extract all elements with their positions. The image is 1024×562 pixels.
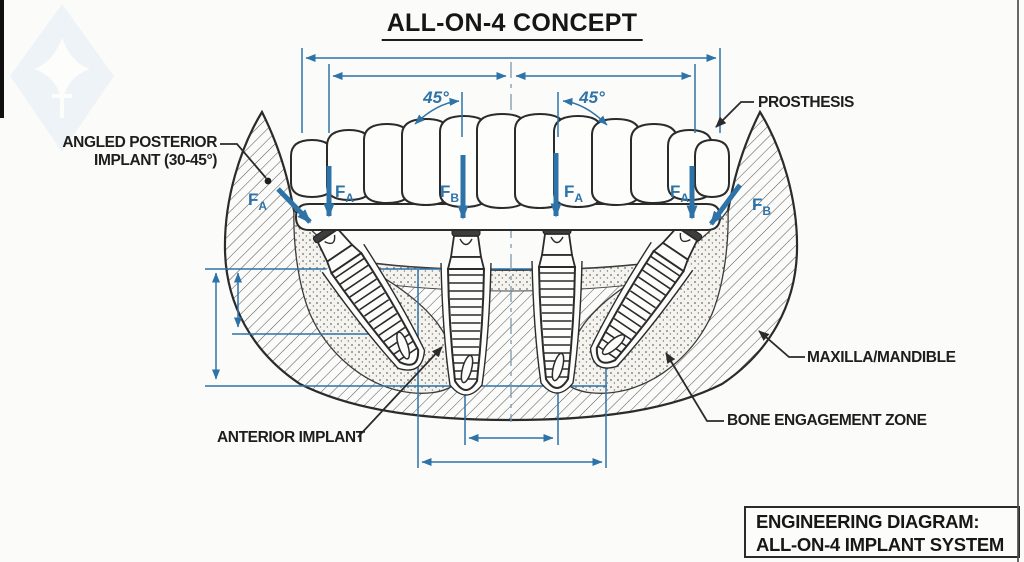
title-block: ENGINEERING DIAGRAM: ALL-ON-4 IMPLANT SY… bbox=[744, 506, 1020, 558]
label-angled-posterior-line2: IMPLANT (30-45°) bbox=[94, 152, 217, 169]
title-block-line1: ENGINEERING DIAGRAM: bbox=[756, 511, 980, 532]
implant-left-anterior bbox=[440, 228, 492, 396]
leader-dot bbox=[264, 177, 272, 185]
implant-right-anterior bbox=[531, 226, 583, 394]
force-label-fa-1: FA bbox=[335, 182, 354, 205]
label-maxilla-mandible: MAXILLA/MANDIBLE bbox=[807, 349, 956, 366]
angle-label-right: 45° bbox=[578, 88, 605, 107]
force-label-fa-4: FA bbox=[670, 182, 689, 205]
force-label-fb-2: FB bbox=[440, 182, 459, 205]
page-title: ALL-ON-4 CONCEPT bbox=[381, 9, 643, 41]
prosthesis-teeth bbox=[290, 112, 730, 231]
title-block-line2: ALL-ON-4 IMPLANT SYSTEM bbox=[756, 534, 1004, 555]
angle-label-left: 45° bbox=[422, 88, 449, 107]
label-anterior-implant: ANTERIOR IMPLANT bbox=[217, 429, 365, 446]
label-angled-posterior-implant: ANGLED POSTERIOR IMPLANT (30-45°) bbox=[55, 134, 217, 170]
force-label-fb-right-angled: FB bbox=[752, 195, 771, 218]
frame-edge-left bbox=[0, 0, 4, 118]
watermark-logo-icon bbox=[10, 4, 114, 152]
force-label-fa-3: FA bbox=[564, 182, 583, 205]
label-bone-engagement-zone: BONE ENGAGEMENT ZONE bbox=[727, 412, 927, 429]
frame-edge-right bbox=[1017, 0, 1019, 562]
force-label-fa-left-angled: FA bbox=[248, 190, 267, 213]
leader-lines bbox=[220, 101, 805, 438]
occlusal-force-arrows bbox=[276, 153, 743, 226]
label-angled-posterior-line1: ANGLED POSTERIOR bbox=[62, 134, 217, 151]
label-prosthesis: PROSTHESIS bbox=[758, 94, 854, 111]
bottom-dimension-lines bbox=[212, 272, 603, 466]
top-dimension-lines bbox=[301, 48, 721, 137]
